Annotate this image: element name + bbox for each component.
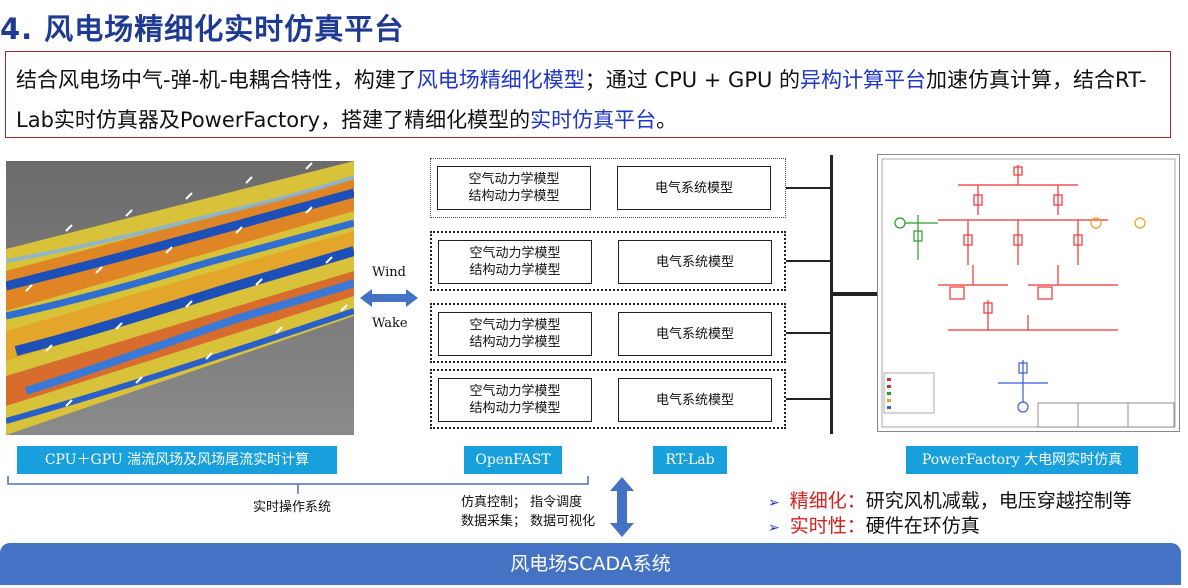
elec-model-label: 电气系统模型 [655, 326, 734, 342]
struct-model-label: 结构动力学模型 [468, 189, 560, 204]
aero-model-label: 空气动力学模型 [469, 384, 561, 399]
bullet-arrow-icon: ➢ [768, 495, 780, 511]
bus-connector [786, 398, 831, 400]
wind-label: Wind [372, 265, 406, 280]
control-text-2: 数据采集； 数据可视化 [461, 514, 596, 529]
elec-model-label: 电气系统模型 [655, 254, 734, 270]
bullet-realtime: ➢ 实时性：硬件在环仿真 [768, 511, 980, 538]
wake-label: Wake [372, 316, 408, 331]
intro-highlight-platform: 异构计算平台 [800, 68, 927, 92]
bus-line [830, 155, 833, 434]
bidirectional-arrow-icon [360, 289, 418, 307]
aero-model-label: 空气动力学模型 [469, 318, 561, 333]
grid-connection-line [832, 292, 878, 296]
model-group-4: 空气动力学模型 结构动力学模型 电气系统模型 [430, 369, 786, 429]
realtime-os-label: 实时操作系统 [253, 500, 332, 515]
aero-model-label: 空气动力学模型 [468, 172, 560, 187]
intro-box: 结合风电场中气-弹-机-电耦合特性，构建了风电场精细化模型；通过 CPU + G… [5, 51, 1171, 138]
bullet-text: 硬件在环仿真 [865, 515, 980, 537]
vertical-arrow-icon [610, 477, 634, 537]
elec-model-label: 电气系统模型 [654, 180, 733, 196]
struct-model-label: 结构动力学模型 [469, 335, 561, 350]
bracket-line [7, 476, 589, 494]
model-group-1: 空气动力学模型 结构动力学模型 电气系统模型 [430, 158, 786, 218]
page-title: 4. 风电场精细化实时仿真平台 [0, 12, 405, 46]
model-group-2: 空气动力学模型 结构动力学模型 电气系统模型 [430, 231, 786, 291]
wind-field-image [6, 161, 354, 435]
powerfactory-diagram [877, 154, 1180, 432]
bullet-arrow-icon: ➢ [768, 520, 780, 536]
aero-struct-model-box: 空气动力学模型 结构动力学模型 [438, 240, 592, 284]
elec-model-box: 电气系统模型 [618, 312, 772, 356]
struct-model-label: 结构动力学模型 [469, 263, 561, 278]
aero-struct-model-box: 空气动力学模型 结构动力学模型 [437, 166, 591, 210]
aero-struct-model-box: 空气动力学模型 结构动力学模型 [438, 378, 592, 422]
bullet-text: 研究风机减载，电压穿越控制等 [865, 490, 1132, 512]
powerfactory-label: PowerFactory 大电网实时仿真 [906, 446, 1138, 474]
intro-highlight-realtime: 实时仿真平台 [530, 108, 657, 132]
scada-bar: 风电场SCADA系统 [0, 543, 1181, 585]
intro-text-3: 加速仿真计算，结合RT-Lab实时仿真器及PowerFactory，搭建了精细化… [16, 68, 1147, 132]
elec-model-box: 电气系统模型 [617, 166, 771, 210]
intro-highlight-model: 风电场精细化模型 [416, 68, 585, 92]
cpu-gpu-label: CPU＋GPU 湍流风场及风场尾流实时计算 [17, 446, 337, 474]
struct-model-label: 结构动力学模型 [469, 401, 561, 416]
elec-model-label: 电气系统模型 [655, 392, 734, 408]
bus-connector [786, 332, 831, 334]
aero-struct-model-box: 空气动力学模型 结构动力学模型 [438, 312, 592, 356]
bus-connector [786, 260, 831, 262]
intro-text-4: 。 [656, 108, 678, 132]
model-group-3: 空气动力学模型 结构动力学模型 电气系统模型 [430, 303, 786, 363]
bullet-key: 实时性： [789, 515, 866, 537]
elec-model-box: 电气系统模型 [618, 378, 772, 422]
bullet-key: 精细化： [789, 490, 866, 512]
control-text-1: 仿真控制； 指令调度 [461, 495, 583, 510]
openfast-label: OpenFAST [464, 446, 562, 474]
elec-model-box: 电气系统模型 [618, 240, 772, 284]
intro-text-1: 结合风电场中气-弹-机-电耦合特性，构建了 [16, 68, 417, 92]
aero-model-label: 空气动力学模型 [469, 246, 561, 261]
bus-connector [786, 187, 831, 189]
bullet-refinement: ➢ 精细化：研究风机减载，电压穿越控制等 [768, 486, 1132, 513]
rtlab-label: RT-Lab [653, 446, 727, 474]
intro-text-2: ；通过 CPU + GPU 的 [584, 68, 801, 92]
